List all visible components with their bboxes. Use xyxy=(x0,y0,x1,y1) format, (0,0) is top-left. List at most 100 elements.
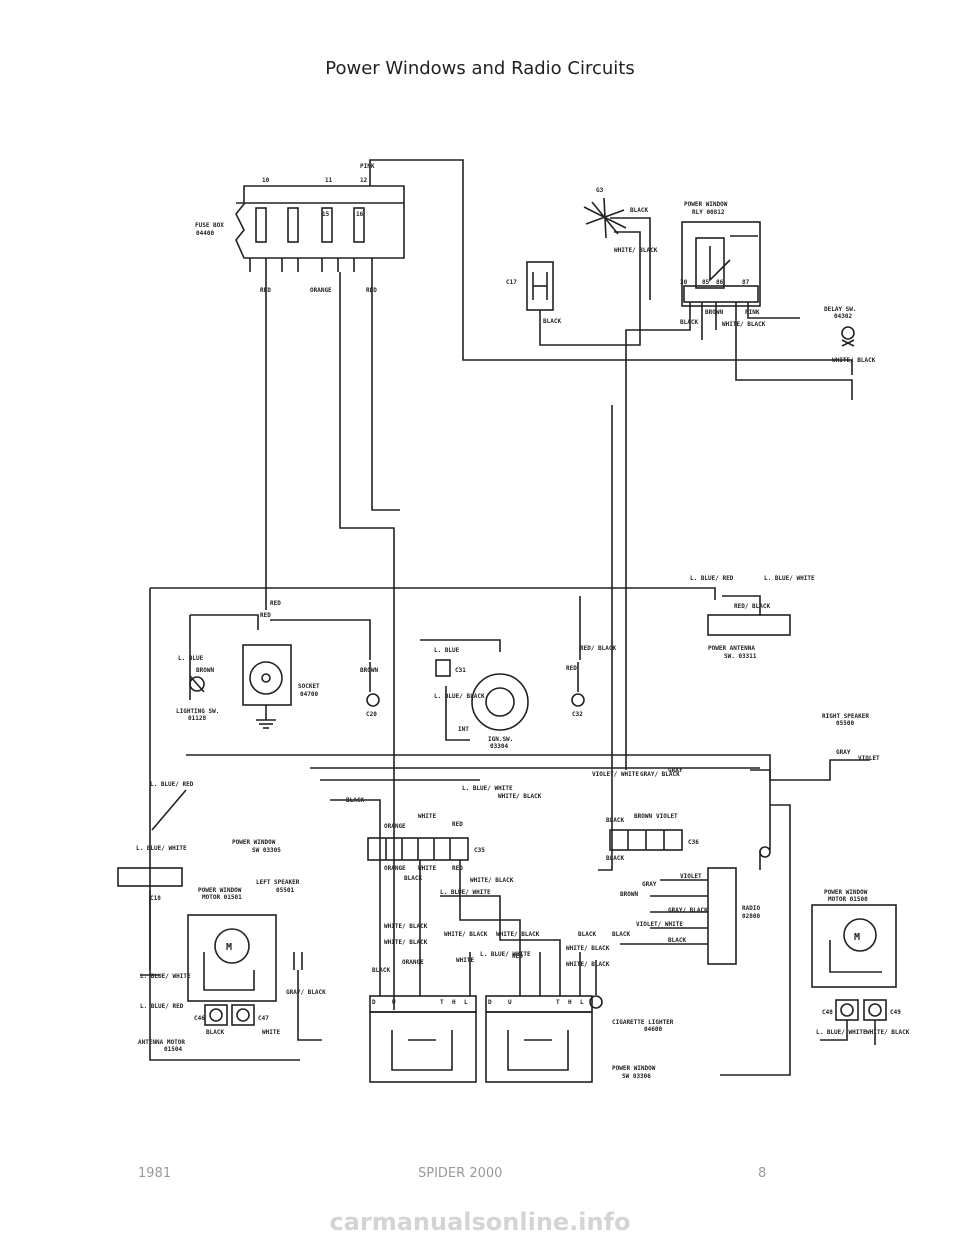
delay-switch-code: 04302 xyxy=(834,313,852,320)
right-switch-pin-u: U xyxy=(508,999,512,1006)
power-antenna-code: SW. 03311 xyxy=(724,653,757,660)
wire-lblue-black-label: L. BLUE/ BLACK xyxy=(434,693,485,700)
wire-gray-black-label-1: GRAY/ BLACK xyxy=(640,771,680,778)
c46-connector xyxy=(204,1004,228,1026)
fuse-number-11: 11 xyxy=(325,177,333,184)
left-window-switch-code: SW 03305 xyxy=(252,847,281,854)
relay-code: RLY 00812 xyxy=(692,209,725,216)
fuse-box-label: FUSE BOX xyxy=(195,222,224,229)
wire-orange-label-2: ORANGE xyxy=(384,823,406,830)
relay-pin-30: 30 xyxy=(680,279,688,286)
socket-code: 04700 xyxy=(300,691,318,698)
wire-orange-label-3: ORANGE xyxy=(384,865,406,872)
relay-pin-87: 87 xyxy=(742,279,750,286)
right-switch-pin-d: D xyxy=(488,999,492,1006)
wire-white-black-label-6: WHITE/ BLACK xyxy=(566,945,610,952)
wire-lblue-white-label-4: L. BLUE/ WHITE xyxy=(136,845,187,852)
right-speaker-label: RIGHT SPEAKER xyxy=(822,713,869,720)
c20-label: C20 xyxy=(366,711,377,718)
cigarette-lighter-code: 04600 xyxy=(644,1026,662,1033)
wire-pink-label: PINK xyxy=(360,163,375,170)
wire-black-label-9: BLACK xyxy=(612,931,630,938)
c17-connector xyxy=(526,261,554,311)
wire-white-black-label-3: WHITE/ BLACK xyxy=(832,357,876,364)
int-label: INT xyxy=(458,726,469,733)
wire-black-label-5: BLACK xyxy=(404,875,422,882)
antenna-motor-code: 01504 xyxy=(164,1046,182,1053)
wire-black-label-8: BLACK xyxy=(668,937,686,944)
left-window-motor-label: POWER WINDOW xyxy=(198,887,242,894)
c18-connector xyxy=(117,867,183,887)
wire-lblue-white-label-7: L. BLUE/ WHITE xyxy=(816,1029,867,1036)
wire-red-black-label-2: RED/ BLACK xyxy=(580,645,617,652)
wire-red-black-label-1: RED/ BLACK xyxy=(734,603,771,610)
fuse-letter-16: 16 xyxy=(356,211,364,218)
c35-label: C35 xyxy=(474,847,485,854)
relay-pin-85: 85 xyxy=(702,279,710,286)
c48-connector xyxy=(835,999,859,1021)
wire-orange-label: ORANGE xyxy=(310,287,332,294)
c49-label: C49 xyxy=(890,1009,901,1016)
right-motor-m: M xyxy=(854,932,860,943)
c49-connector xyxy=(863,999,887,1021)
wire-lblue-white-label-3: L. BLUE/ WHITE xyxy=(440,889,491,896)
wire-red-label-5: RED xyxy=(566,665,577,672)
wire-black-label-3: BLACK xyxy=(543,318,561,325)
wire-brown-label-2: BROWN xyxy=(196,667,214,674)
lighting-switch-code: 01128 xyxy=(188,715,206,722)
cigarette-lighter-label: CIGARETTE LIGHTER xyxy=(612,1019,674,1026)
wire-lblue-white-label-5: L. BLUE/ WHITE xyxy=(140,973,191,980)
wire-gray-label-1: GRAY xyxy=(836,749,851,756)
c31-label: C31 xyxy=(455,667,466,674)
left-window-switch-body xyxy=(369,1011,477,1083)
wire-black-label-2: BLACK xyxy=(680,319,698,326)
wire-black-label-7: BLACK xyxy=(606,855,624,862)
wire-white-black-label-1: WHITE/ BLACK xyxy=(614,247,658,254)
relay-pin-86: 86 xyxy=(716,279,724,286)
right-speaker-code: 05500 xyxy=(836,720,854,727)
wire-lblue-white-label-6: L. BLUE/ WHITE xyxy=(480,951,531,958)
c36-label: C36 xyxy=(688,839,699,846)
wire-white-label-4: WHITE xyxy=(456,957,474,964)
delay-switch-label: DELAY SW. xyxy=(824,306,857,313)
power-antenna-switch xyxy=(707,614,791,636)
ground-g3-label: G3 xyxy=(596,187,604,194)
c47-label: C47 xyxy=(258,1015,269,1022)
wire-gray-label-2: GRAY xyxy=(668,767,683,774)
wire-lblue-label-2: L. BLUE xyxy=(434,647,460,654)
wire-red-label-1: RED xyxy=(260,287,271,294)
wire-white-black-label-11: WHITE/ BLACK xyxy=(496,931,540,938)
right-window-motor-label: POWER WINDOW xyxy=(824,889,868,896)
c47-connector xyxy=(231,1004,255,1026)
watermark-text: carmanualsonline.info xyxy=(329,1208,631,1236)
wire-violet-label-3: VIOLET xyxy=(680,873,702,880)
left-switch-pin-d: D xyxy=(372,999,376,1006)
ignition-switch-code: 03304 xyxy=(490,743,508,750)
wire-white-black-label-5: WHITE/ BLACK xyxy=(470,877,514,884)
wire-black-label-12: BLACK xyxy=(372,967,390,974)
wire-violet-white-label-2: VIOLET/ WHITE xyxy=(636,921,683,928)
wire-white-black-label-9: WHITE/ BLACK xyxy=(384,939,428,946)
left-window-motor-code: MOTOR 01501 xyxy=(202,894,242,901)
wire-violet-label-2: VIOLET xyxy=(656,813,678,820)
wire-red-label-3: RED xyxy=(270,600,281,607)
wire-black-label-4: BLACK xyxy=(346,797,364,804)
wire-lblue-red-label-3: L. BLUE/ RED xyxy=(140,1003,184,1010)
wire-white-label-1: WHITE xyxy=(418,813,436,820)
fuse-box-code: 04400 xyxy=(196,230,214,237)
c32-label: C32 xyxy=(572,711,583,718)
fuse-box-outline xyxy=(235,185,405,259)
wire-layer xyxy=(117,159,897,1083)
wire-white-label-3: WHITE xyxy=(262,1029,280,1036)
fuse-letter-15: 15 xyxy=(322,211,330,218)
wire-black-label-6: BLACK xyxy=(606,817,624,824)
wire-brown-label-4: BROWN xyxy=(634,813,652,820)
wire-red-label-2: RED xyxy=(366,287,377,294)
wire-black-label-1: BLACK xyxy=(630,207,648,214)
wire-white-black-label-10: WHITE/ BLACK xyxy=(444,931,488,938)
wire-lblue-white-label-2: L. BLUE/ WHITE xyxy=(462,785,513,792)
c17-label: C17 xyxy=(506,279,517,286)
wire-red-label-6: RED xyxy=(452,821,463,828)
